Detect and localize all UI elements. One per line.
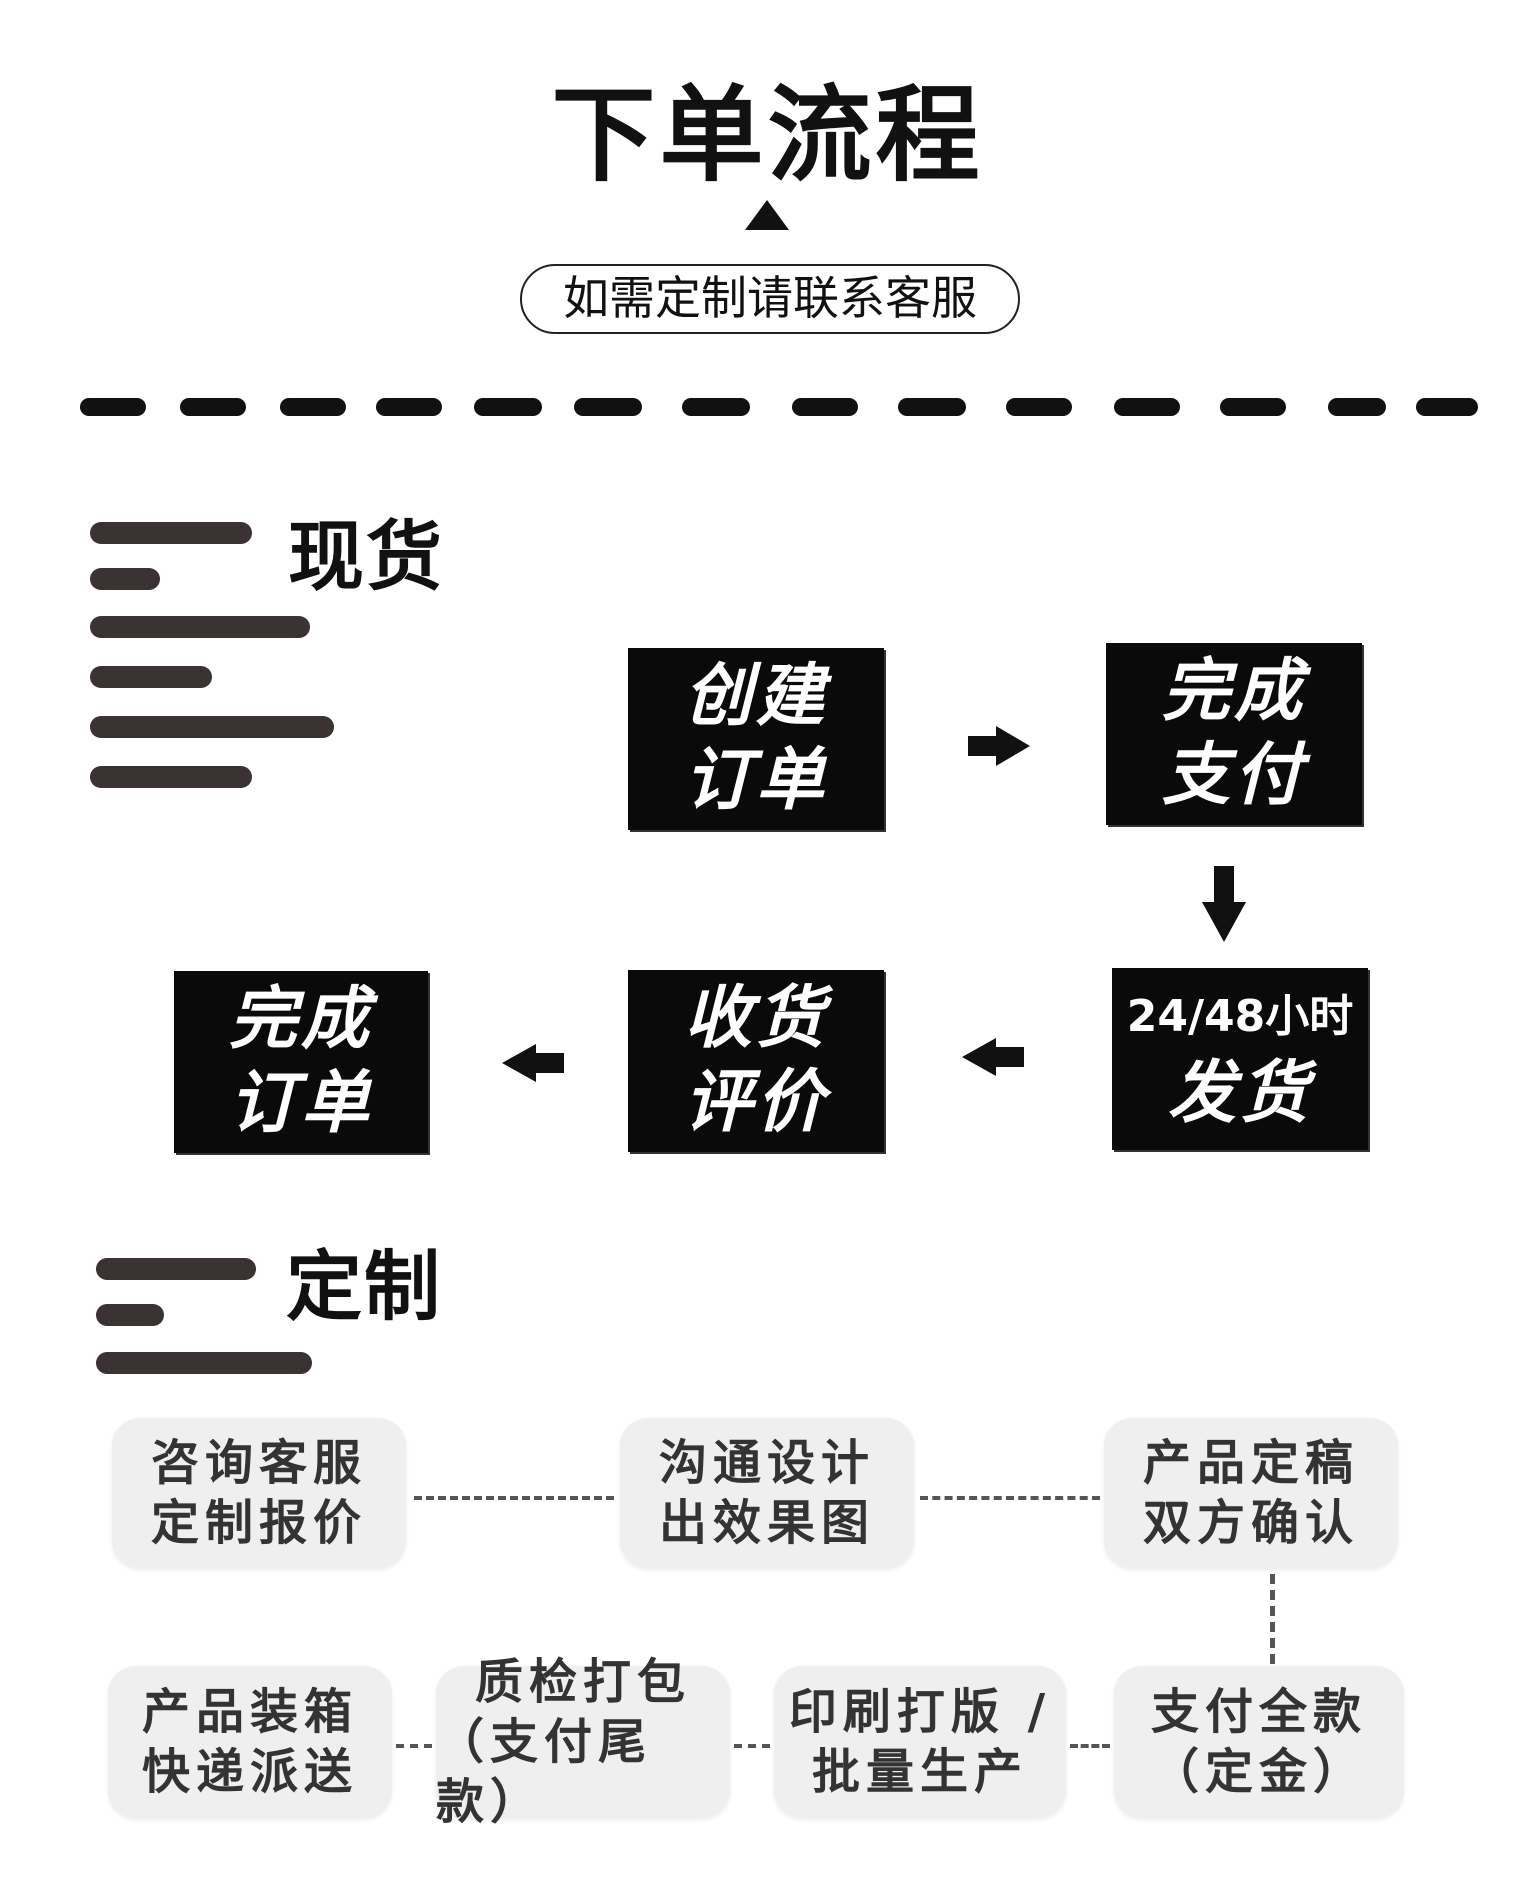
decor-bar bbox=[90, 568, 160, 590]
divider-dash bbox=[1006, 398, 1072, 416]
step-line: 发货 bbox=[1167, 1054, 1312, 1133]
decor-bar bbox=[96, 1352, 312, 1374]
divider-dash bbox=[682, 398, 750, 416]
step-line: 完成 bbox=[228, 980, 373, 1059]
divider-dash bbox=[1220, 398, 1286, 416]
step-ship: 24/48小时 发货 bbox=[1112, 968, 1368, 1150]
step-line: 沟通设计 bbox=[658, 1435, 875, 1491]
subtitle-pill: 如需定制请联系客服 bbox=[520, 264, 1020, 334]
step-line: 批量生产 bbox=[811, 1744, 1028, 1800]
divider-dash bbox=[80, 398, 146, 416]
step-line: 订单 bbox=[228, 1064, 373, 1143]
step-line: 24/48小时 bbox=[1126, 991, 1354, 1042]
decor-bar bbox=[90, 522, 252, 544]
step-line: 产品装箱 bbox=[141, 1684, 358, 1740]
connector-line bbox=[920, 1496, 1100, 1500]
step-pay-full: 支付全款 （定金） bbox=[1114, 1666, 1404, 1818]
connector-line bbox=[1070, 1744, 1110, 1748]
arrow-down-icon bbox=[1202, 866, 1246, 942]
step-receive-review: 收货 评价 bbox=[628, 970, 884, 1152]
caret-up-icon bbox=[745, 200, 789, 230]
step-consult: 咨询客服 定制报价 bbox=[112, 1418, 406, 1568]
divider-dash bbox=[792, 398, 858, 416]
step-line: 双方确认 bbox=[1142, 1495, 1359, 1551]
custom-section-title: 定制 bbox=[286, 1242, 442, 1331]
step-qc: 质检打包 （支付尾款） bbox=[436, 1654, 730, 1830]
step-complete-order: 完成 订单 bbox=[174, 971, 428, 1153]
step-line: 评价 bbox=[683, 1063, 828, 1142]
page-title: 下单流程 bbox=[551, 74, 984, 196]
divider-dash bbox=[574, 398, 642, 416]
step-line: 质检打包 bbox=[474, 1654, 691, 1710]
divider-dash bbox=[1328, 398, 1386, 416]
arrow-left-icon bbox=[962, 1038, 1024, 1076]
decor-bar bbox=[90, 666, 212, 688]
step-line: 咨询客服 bbox=[150, 1435, 367, 1491]
step-line: （支付尾款） bbox=[436, 1714, 653, 1830]
step-line: 完成 bbox=[1161, 652, 1306, 731]
connector-line bbox=[1270, 1574, 1275, 1664]
arrow-left-icon bbox=[502, 1044, 564, 1082]
step-line: 订单 bbox=[683, 741, 828, 820]
connector-line bbox=[396, 1744, 432, 1748]
step-line: 创建 bbox=[683, 657, 828, 736]
connector-line bbox=[414, 1496, 614, 1500]
connector-line bbox=[734, 1744, 770, 1748]
step-print: 印刷打版 / 批量生产 bbox=[774, 1666, 1066, 1818]
step-ship-custom: 产品装箱 快递派送 bbox=[108, 1666, 392, 1818]
step-line: 定制报价 bbox=[150, 1495, 367, 1551]
step-line: 印刷打版 / bbox=[788, 1684, 1052, 1740]
decor-bar bbox=[96, 1304, 164, 1326]
decor-bar bbox=[90, 616, 310, 638]
step-line: 出效果图 bbox=[658, 1495, 875, 1551]
step-line: 支付 bbox=[1161, 736, 1306, 815]
divider-dash bbox=[280, 398, 346, 416]
step-line: 收货 bbox=[683, 979, 828, 1058]
step-line: 快递派送 bbox=[141, 1744, 358, 1800]
decor-bar bbox=[90, 766, 252, 788]
divider-dash bbox=[898, 398, 966, 416]
arrow-right-icon bbox=[968, 726, 1030, 766]
divider-dash bbox=[180, 398, 246, 416]
divider-dash bbox=[474, 398, 542, 416]
step-create-order: 创建 订单 bbox=[628, 648, 884, 830]
step-line: 产品定稿 bbox=[1142, 1435, 1359, 1491]
divider-dash bbox=[1114, 398, 1180, 416]
step-complete-payment: 完成 支付 bbox=[1106, 643, 1362, 825]
step-confirm: 产品定稿 双方确认 bbox=[1104, 1418, 1398, 1568]
stock-section-title: 现货 bbox=[288, 512, 444, 601]
divider-dash bbox=[376, 398, 442, 416]
step-line: （定金） bbox=[1150, 1744, 1367, 1800]
divider-dash bbox=[1416, 398, 1478, 416]
dashed-divider bbox=[80, 398, 1480, 418]
step-line: 支付全款 bbox=[1150, 1684, 1367, 1740]
decor-bar bbox=[90, 716, 334, 738]
step-design: 沟通设计 出效果图 bbox=[620, 1418, 914, 1568]
decor-bar bbox=[96, 1258, 256, 1280]
